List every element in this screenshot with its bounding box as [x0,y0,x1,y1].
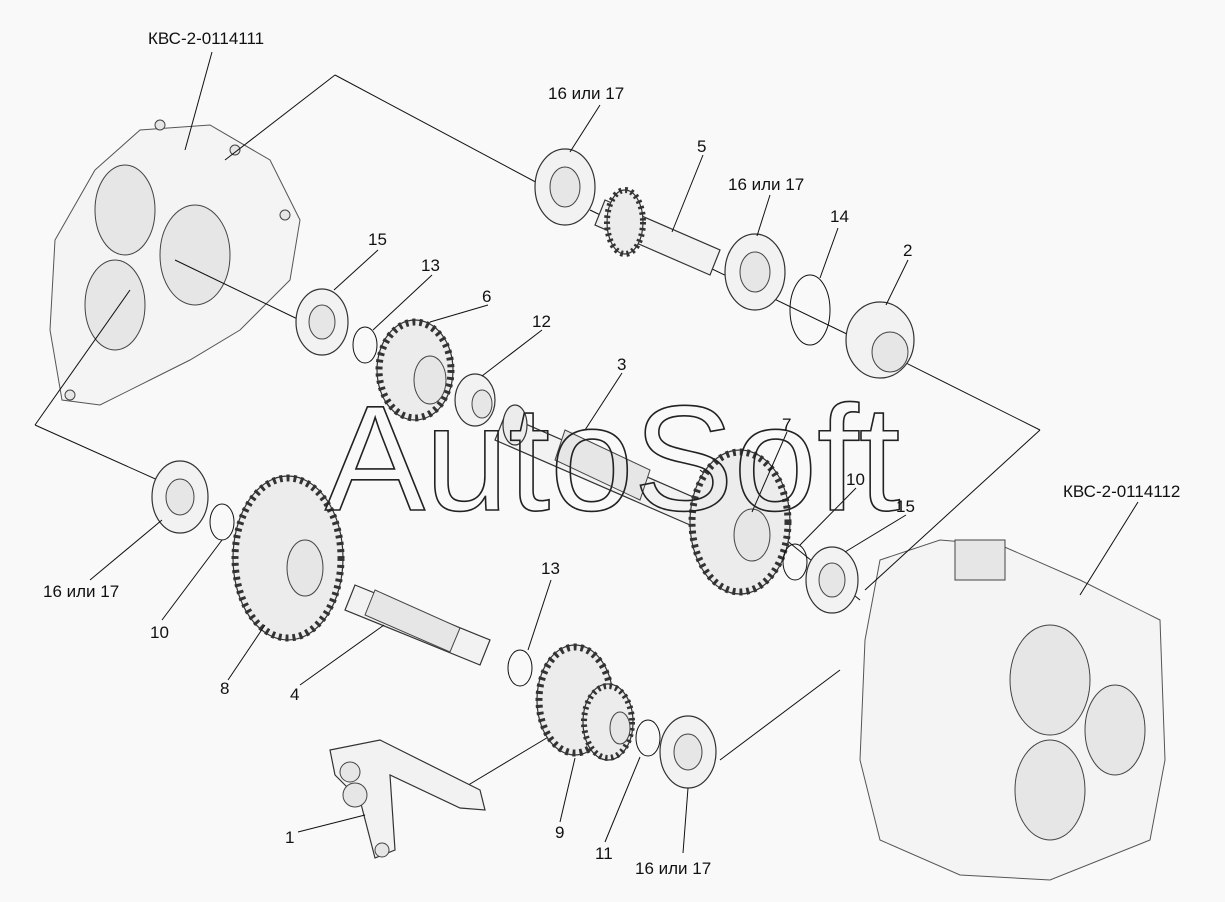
label-part-11: 11 [595,844,613,863]
gear-6 [375,318,455,422]
label-part-12: 12 [532,312,551,331]
gear-8 [231,474,345,642]
label-part-3: 3 [617,355,626,374]
ring-10-left [209,503,235,541]
bearing-15-right [805,546,859,614]
gear-7 [688,448,792,596]
label-part-2: 2 [903,241,912,260]
ring-14 [789,274,831,346]
shaft-5 [594,187,721,276]
label-part-13-bottom: 13 [541,559,560,578]
label-kvs-right: КВС-2-0114112 [1063,482,1180,501]
ring-10-right [782,543,808,581]
shaft-4 [344,584,491,666]
label-part-15-right: 15 [896,497,915,516]
label-kvs-left: КВС-2-0114111 [148,29,264,48]
label-part-4: 4 [290,685,299,704]
bushing-12 [454,373,496,427]
bearing-bottom [659,715,717,789]
bearing-15-left [295,288,349,356]
leader-lines [89,51,1139,854]
label-bearing-bottom: 16 или 17 [635,859,711,878]
shaft-3 [494,404,701,526]
bearing-left-lower [151,460,209,534]
watermark-text: AutoSoft [325,374,900,542]
ring-13-top [352,326,378,364]
label-bearing-top: 16 или 17 [548,84,624,103]
label-part-15-top: 15 [368,230,387,249]
label-part-7: 7 [782,415,791,434]
hub-2 [845,301,915,379]
label-bearing-mid: 16 или 17 [728,175,804,194]
label-part-8: 8 [220,679,229,698]
left-housing-cover [49,119,301,406]
gear-9 [535,643,635,761]
bearing-top [534,148,596,226]
label-part-6: 6 [482,287,491,306]
bearing-mid [724,233,786,311]
label-bearing-left: 16 или 17 [43,582,119,601]
label-part-9: 9 [555,823,564,842]
label-part-10-left: 10 [150,623,169,642]
ring-13-bottom [507,649,533,687]
label-part-13-top: 13 [421,256,440,275]
label-part-5: 5 [697,137,706,156]
right-housing [859,539,1166,881]
label-part-14: 14 [830,207,849,226]
label-part-1: 1 [285,828,294,847]
label-part-10-right: 10 [846,470,865,489]
shift-fork-1 [329,739,486,859]
ring-11 [635,719,661,757]
